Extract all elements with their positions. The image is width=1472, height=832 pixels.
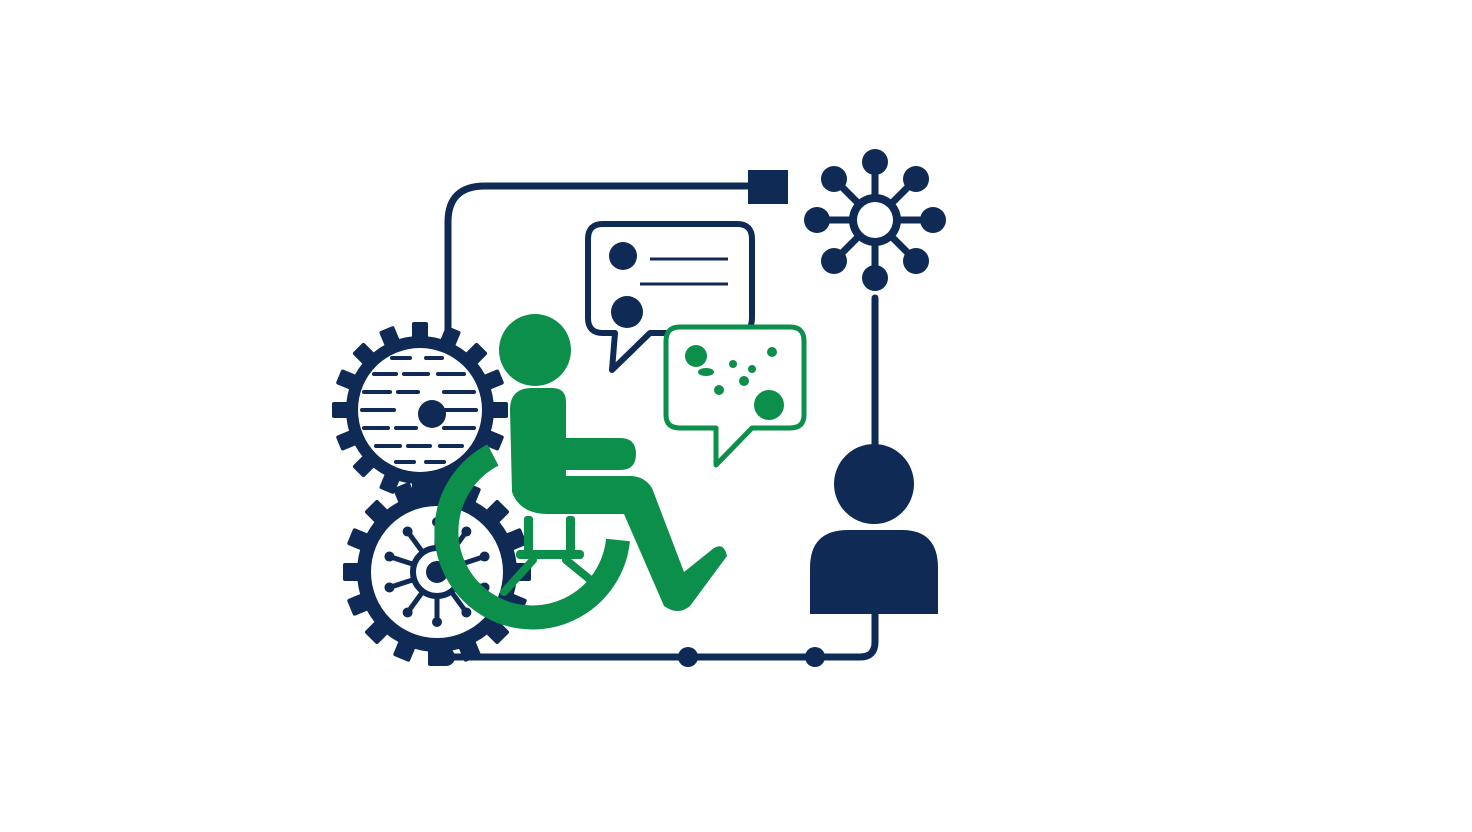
hub-node <box>804 207 830 233</box>
speech-bubble-green-icon <box>663 324 807 468</box>
hub-node <box>903 248 930 275</box>
connector-node <box>805 647 825 667</box>
wheelchair-user-icon <box>434 314 727 630</box>
speech-bubble-navy-icon <box>585 221 755 373</box>
hub-node <box>920 207 946 233</box>
network-hub-icon <box>804 149 946 291</box>
connector-end-square <box>748 170 788 204</box>
gear-large-icon <box>332 322 508 498</box>
hub-node <box>820 165 847 192</box>
hub-node <box>903 165 930 192</box>
hub-node <box>862 265 888 291</box>
connector-node <box>678 647 698 667</box>
hub-node <box>862 149 888 175</box>
person-icon <box>810 444 938 614</box>
hub-node <box>820 248 847 275</box>
connector-frame <box>437 170 879 667</box>
gear-small-icon <box>343 478 531 666</box>
